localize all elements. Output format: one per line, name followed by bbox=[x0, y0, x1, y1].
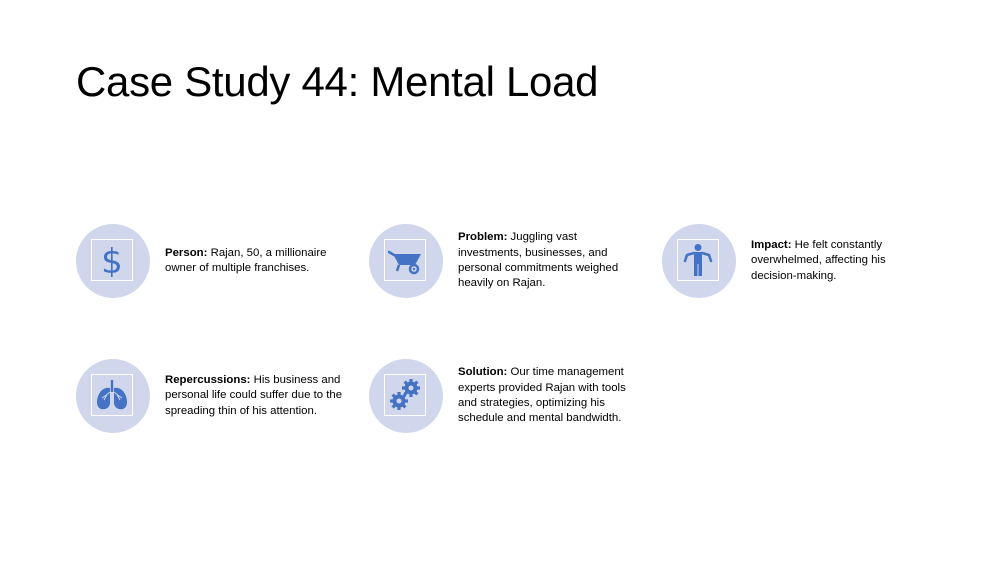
card-body: Rajan, 50, a millionaire owner of multip… bbox=[165, 246, 327, 274]
icon-circle bbox=[76, 359, 150, 433]
card-text: Person: Rajan, 50, a millionaire owner o… bbox=[165, 224, 343, 298]
dollar-icon: $ bbox=[91, 239, 133, 281]
person-shrugging-icon bbox=[677, 239, 719, 281]
card-label: Problem: bbox=[458, 231, 508, 244]
icon-circle bbox=[369, 224, 443, 298]
card-label: Person: bbox=[165, 246, 208, 259]
card-impact: Impact: He felt constantly overwhelmed, … bbox=[662, 224, 952, 300]
wheelbarrow-icon bbox=[384, 239, 426, 281]
card-label: Impact: bbox=[751, 239, 792, 252]
card-label: Solution: bbox=[458, 366, 508, 379]
card-repercussions: Repercussions: His business and personal… bbox=[76, 359, 366, 435]
card-text: Repercussions: His business and personal… bbox=[165, 359, 343, 433]
card-text: Problem: Juggling vast investments, busi… bbox=[458, 224, 636, 298]
slide-title: Case Study 44: Mental Load bbox=[76, 58, 599, 105]
card-text: Impact: He felt constantly overwhelmed, … bbox=[751, 224, 929, 298]
card-body: Our time management experts provided Raj… bbox=[458, 366, 626, 425]
icon-circle bbox=[662, 224, 736, 298]
card-solution: Solution: Our time management experts pr… bbox=[369, 359, 659, 435]
card-label: Repercussions: bbox=[165, 374, 251, 387]
lungs-icon bbox=[91, 374, 133, 416]
card-body: Juggling vast investments, businesses, a… bbox=[458, 231, 619, 290]
card-body: He felt constantly overwhelmed, affectin… bbox=[751, 239, 886, 282]
gears-icon bbox=[384, 374, 426, 416]
card-problem: Problem: Juggling vast investments, busi… bbox=[369, 224, 659, 300]
card-text: Solution: Our time management experts pr… bbox=[458, 359, 636, 433]
card-person: $ Person: Rajan, 50, a millionaire owner… bbox=[76, 224, 366, 300]
card-body: His business and personal life could suf… bbox=[165, 374, 343, 417]
icon-circle: $ bbox=[76, 224, 150, 298]
icon-circle bbox=[369, 359, 443, 433]
svg-text:$: $ bbox=[101, 243, 123, 277]
